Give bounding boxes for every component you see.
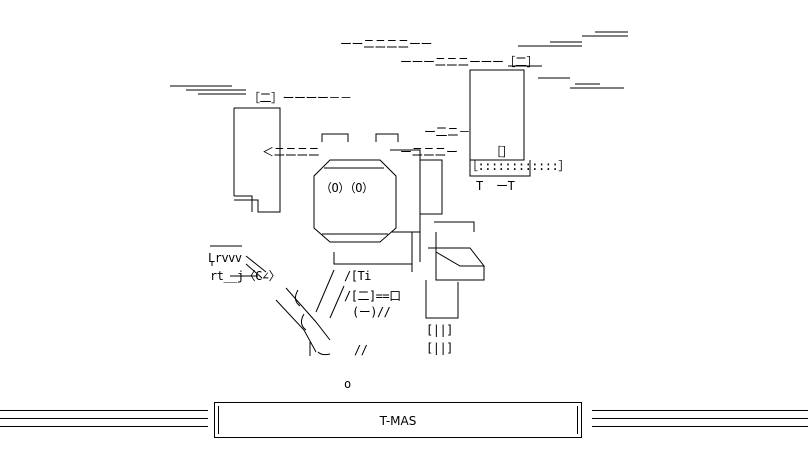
art-line: ーーーニニニーーー［二］	[400, 55, 539, 69]
right-rule-bottom	[592, 426, 808, 427]
art-line: ー二ニ－	[424, 125, 471, 139]
left-rule-middle	[0, 418, 208, 419]
art-line: ーニニニー	[400, 145, 458, 159]
art-line: ［二］ーーーー－－	[248, 91, 352, 105]
art-line: ーーニニニニーー	[340, 37, 433, 51]
art-line: o	[344, 377, 351, 391]
art-line: ［::::::::::::］	[466, 159, 570, 173]
art-line: （O）（O）	[320, 181, 374, 195]
art-line: Lrvvv	[208, 251, 242, 265]
right-rule-middle	[592, 418, 808, 419]
art-line: //	[354, 343, 368, 357]
caption-bar: T-MAS	[0, 400, 808, 444]
art-line: [||]	[426, 341, 453, 355]
art-line: /[Ti	[344, 269, 371, 283]
left-rule-bottom	[0, 426, 208, 427]
caption-text: T-MAS	[379, 414, 417, 428]
right-rule-top	[592, 410, 808, 411]
art-line: ＜ニニニニ	[262, 145, 320, 159]
caption-box: T-MAS	[214, 402, 582, 438]
art-line: rt__j〈C∠〉	[210, 269, 281, 283]
ascii-art-strokes	[170, 31, 628, 356]
art-line: T ーT	[476, 179, 515, 193]
art-line: ［］	[490, 145, 514, 159]
art-line: (ー)//	[352, 305, 391, 319]
art-line: /[二]==口	[344, 289, 401, 303]
left-rule-top	[0, 410, 208, 411]
art-line: [||]	[426, 323, 453, 337]
